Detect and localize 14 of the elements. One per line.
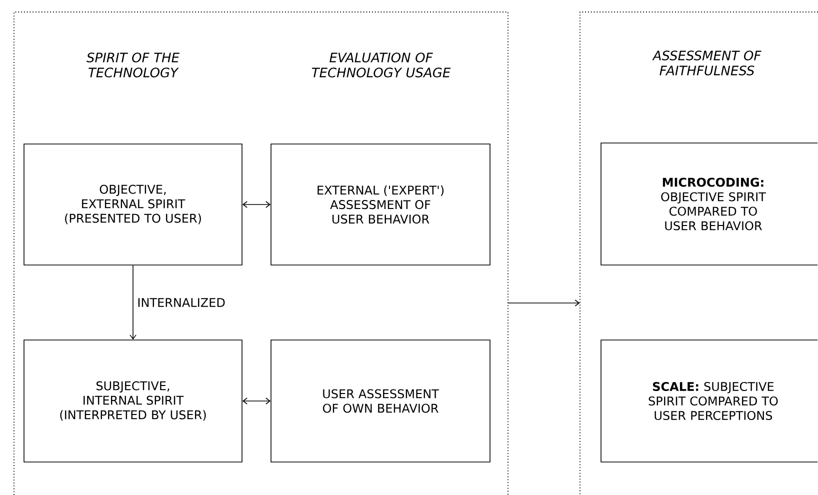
process-box: SUBJECTIVE, INTERNAL SPIRIT (INTERPRETED BY USER) <box>24 340 242 462</box>
column-heading: SPIRIT OF THE TECHNOLOGY <box>86 52 180 78</box>
column-heading: ASSESSMENT OF FAITHFULNESS <box>652 50 762 76</box>
process-box: USER ASSESSMENT OF OWN BEHAVIOR <box>270 340 490 462</box>
process-box: OBJECTIVE, EXTERNAL SPIRIT (PRESENTED TO USER) <box>24 144 242 266</box>
arrow <box>242 398 271 404</box>
edge-label: INTERNALIZED <box>136 297 226 308</box>
process-box: MICROCODING: OBJECTIVE SPIRIT COMPARED TO USER BEHAVIOR <box>600 142 818 266</box>
arrow <box>130 265 136 340</box>
arrow <box>242 201 271 208</box>
arrow <box>508 300 580 306</box>
process-box: SCALE: SUBJECTIVE SPIRIT COMPARED TO USER PERCEPTIONS <box>600 340 818 462</box>
process-box: EXTERNAL ('EXPERT') ASSESSMENT OF USER BEHAVIOR <box>270 144 490 266</box>
column-heading: EVALUATION OF TECHNOLOGY USAGE <box>312 52 451 78</box>
